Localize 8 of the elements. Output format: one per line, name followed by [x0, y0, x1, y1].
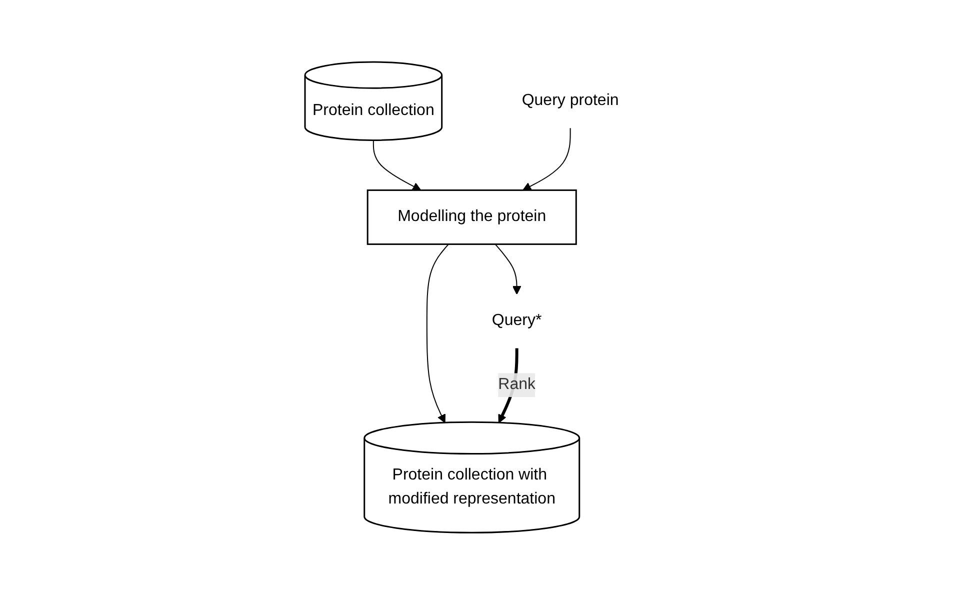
- node-box: Modelling the protein: [366, 190, 576, 246]
- arrow: [372, 140, 421, 191]
- arrow: [426, 244, 449, 424]
- node-text: Query protein: [521, 92, 618, 110]
- arrow: [494, 244, 521, 295]
- arrow: [522, 128, 570, 191]
- node-text: Query*: [492, 312, 542, 330]
- edge-label: Rank: [498, 376, 536, 394]
